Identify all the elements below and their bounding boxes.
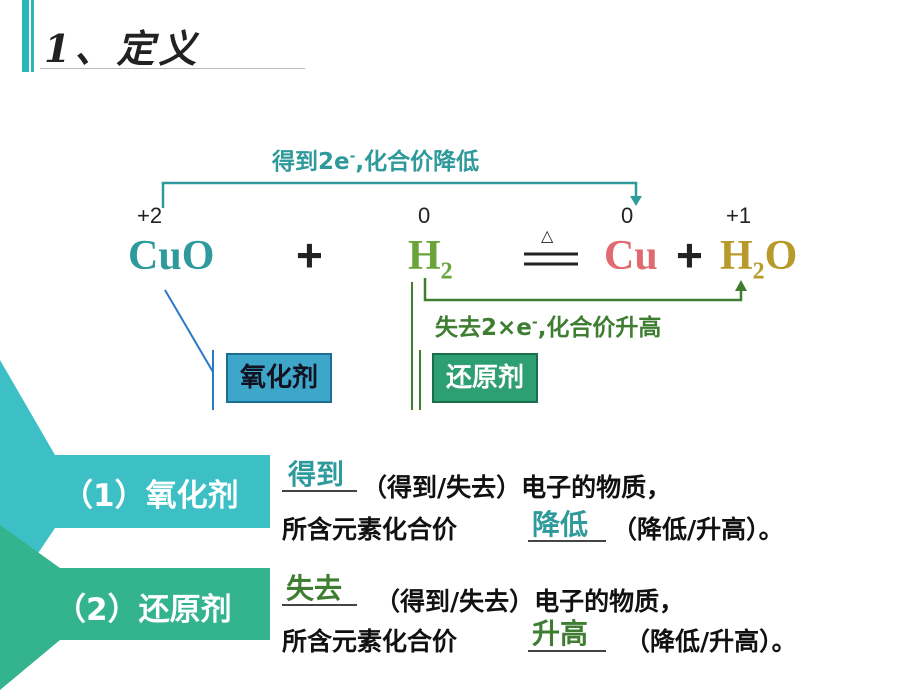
plus-sign: + [296, 229, 323, 281]
definition-1-line-2-prefix: 所含元素化合价 [282, 515, 458, 544]
definition-1-blank-1 [282, 490, 357, 492]
formula-cu: Cu [604, 233, 658, 279]
reducer-box: 还原剂 [432, 353, 539, 403]
definition-1-answer-2: 降低 [532, 508, 589, 541]
formula-h2o: H2O [720, 233, 798, 285]
definition-1-label: （1）氧化剂 [62, 478, 239, 514]
definition-1-blank-2 [528, 540, 606, 542]
page-title: 1、定义 [44, 26, 201, 71]
charge-cuo: +2 [137, 203, 163, 228]
band-reducer-shape [0, 525, 270, 690]
heat-symbol: △ [541, 226, 554, 245]
definition-2-line-1: （得到/失去）电子的物质， [375, 587, 685, 616]
electron-gain-note: 得到2e-,化合价降低 [272, 148, 480, 175]
definition-2-blank-1 [282, 604, 357, 606]
header-accent-bar [22, 0, 29, 72]
definition-2-answer-1: 失去 [286, 572, 343, 605]
definition-2-label: （2）还原剂 [55, 592, 232, 628]
definition-2-blank-2 [528, 650, 606, 652]
electron-lose-note: 失去2×e-,化合价升高 [435, 314, 662, 341]
header-divider [40, 68, 305, 69]
definition-1-line-2-rest: （降低/升高）。 [612, 515, 784, 544]
definition-1-line-1: （得到/失去）电子的物质， [362, 473, 672, 502]
definition-1-answer-1: 得到 [288, 458, 345, 491]
definition-2-line-2-rest: （降低/升高）。 [625, 627, 797, 656]
definition-2-answer-2: 升高 [532, 617, 589, 650]
definition-2-line-2-prefix: 所含元素化合价 [282, 627, 458, 656]
band-oxidizer-shape [0, 360, 270, 610]
formula-h2: H2 [408, 233, 453, 285]
charge-h2: 0 [418, 203, 431, 228]
formula-cuo: CuO [128, 233, 215, 279]
header-accent-bar-thin [31, 0, 34, 72]
oxidizer-box: 氧化剂 [226, 353, 333, 403]
charge-cu: 0 [621, 203, 634, 228]
charge-h2o: +1 [726, 203, 752, 228]
plus-sign-2: + [676, 229, 703, 281]
